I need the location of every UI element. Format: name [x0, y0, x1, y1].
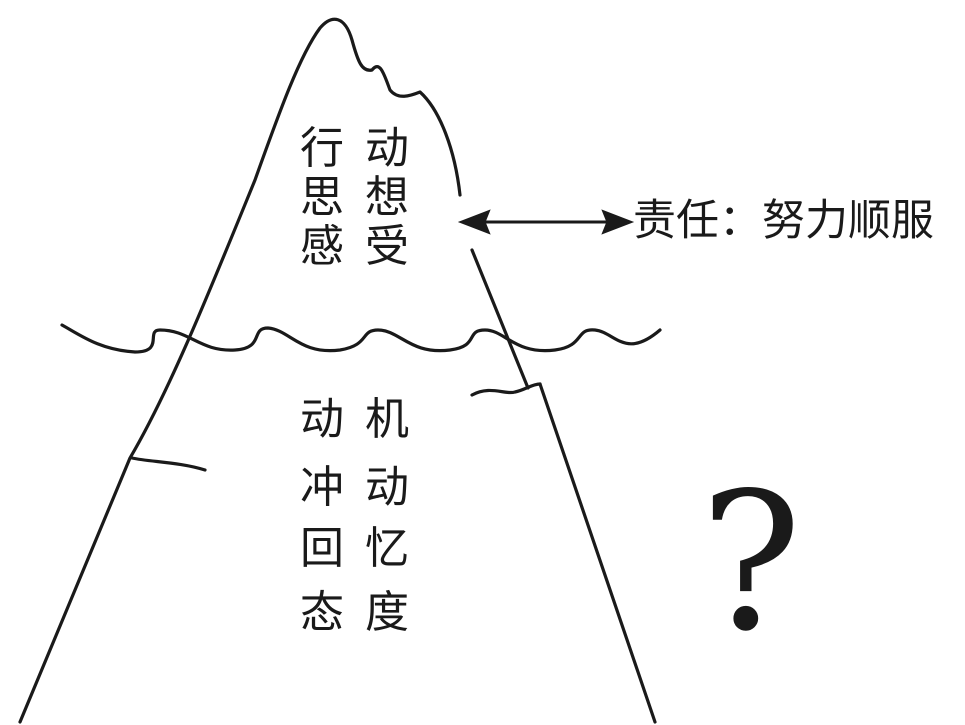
below-row-4-right: 度 — [365, 587, 409, 638]
iceberg-right-ledge — [470, 382, 542, 397]
above-row-1-right: 动 — [365, 123, 409, 174]
double-arrow — [457, 209, 635, 235]
below-row-2-left: 冲 — [300, 462, 344, 513]
below-row-3-right: 忆 — [365, 523, 409, 574]
iceberg-right-edge-lower — [538, 382, 657, 724]
below-row-2-right: 动 — [365, 462, 409, 513]
iceberg-left-edge — [18, 17, 462, 724]
waterline — [60, 323, 662, 354]
above-row-3-left: 感 — [300, 221, 344, 272]
responsibility-label: 责任：努力顺服 — [633, 196, 934, 246]
iceberg-right-edge-upper — [470, 248, 530, 390]
above-row-2-right: 想 — [365, 172, 409, 223]
below-row-4-left: 态 — [300, 587, 344, 638]
below-row-3-left: 回 — [300, 523, 344, 574]
iceberg-left-ledge — [130, 456, 207, 472]
question-mark: ? — [700, 452, 802, 673]
below-row-1-left: 动 — [300, 394, 344, 445]
above-row-1-left: 行 — [300, 123, 344, 174]
above-row-2-left: 思 — [300, 172, 344, 223]
above-row-3-right: 受 — [365, 221, 409, 272]
below-row-1-right: 机 — [365, 394, 409, 445]
